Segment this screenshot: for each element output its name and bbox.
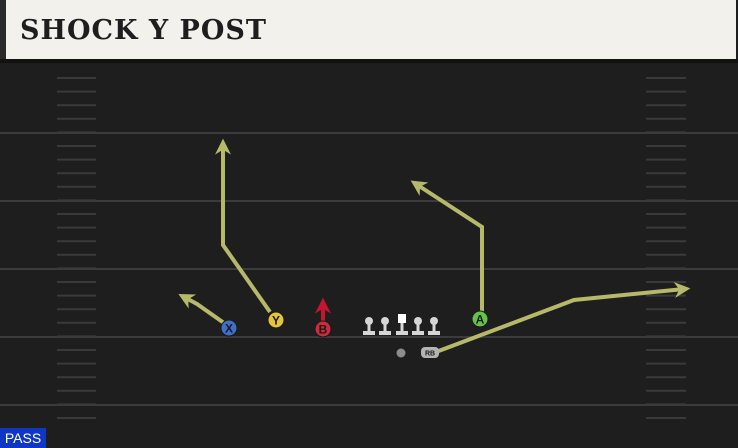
player-x-icon: X xyxy=(220,319,238,337)
y-route xyxy=(215,138,272,314)
quarterback-icon xyxy=(396,348,406,358)
offensive-line xyxy=(363,314,440,335)
hash-marks xyxy=(57,77,686,419)
player-label: A xyxy=(476,313,485,327)
x-route xyxy=(178,293,226,325)
yard-lines xyxy=(0,132,738,406)
lineman-icon xyxy=(363,317,375,335)
a-route xyxy=(410,180,484,313)
play-title: SHOCK Y POST xyxy=(20,15,267,46)
play-header: SHOCK Y POST xyxy=(0,0,736,59)
skill-players: X Y B A RB xyxy=(220,310,489,358)
player-label: Y xyxy=(272,314,280,328)
lineman-icon xyxy=(428,317,440,335)
player-rb-icon: RB xyxy=(421,347,439,358)
player-a-icon: A xyxy=(471,310,489,328)
rb-route xyxy=(435,281,691,354)
lineman-icon xyxy=(412,317,424,335)
routes xyxy=(178,138,691,354)
lineman-icon xyxy=(379,317,391,335)
pass-badge: PASS xyxy=(0,428,46,448)
player-label: RB xyxy=(425,351,435,358)
player-label: X xyxy=(225,322,233,336)
player-b-icon: B xyxy=(314,320,332,338)
player-y-icon: Y xyxy=(267,311,285,329)
lineman-icon xyxy=(396,314,408,335)
header-divider xyxy=(0,59,738,63)
player-label: B xyxy=(319,323,328,337)
